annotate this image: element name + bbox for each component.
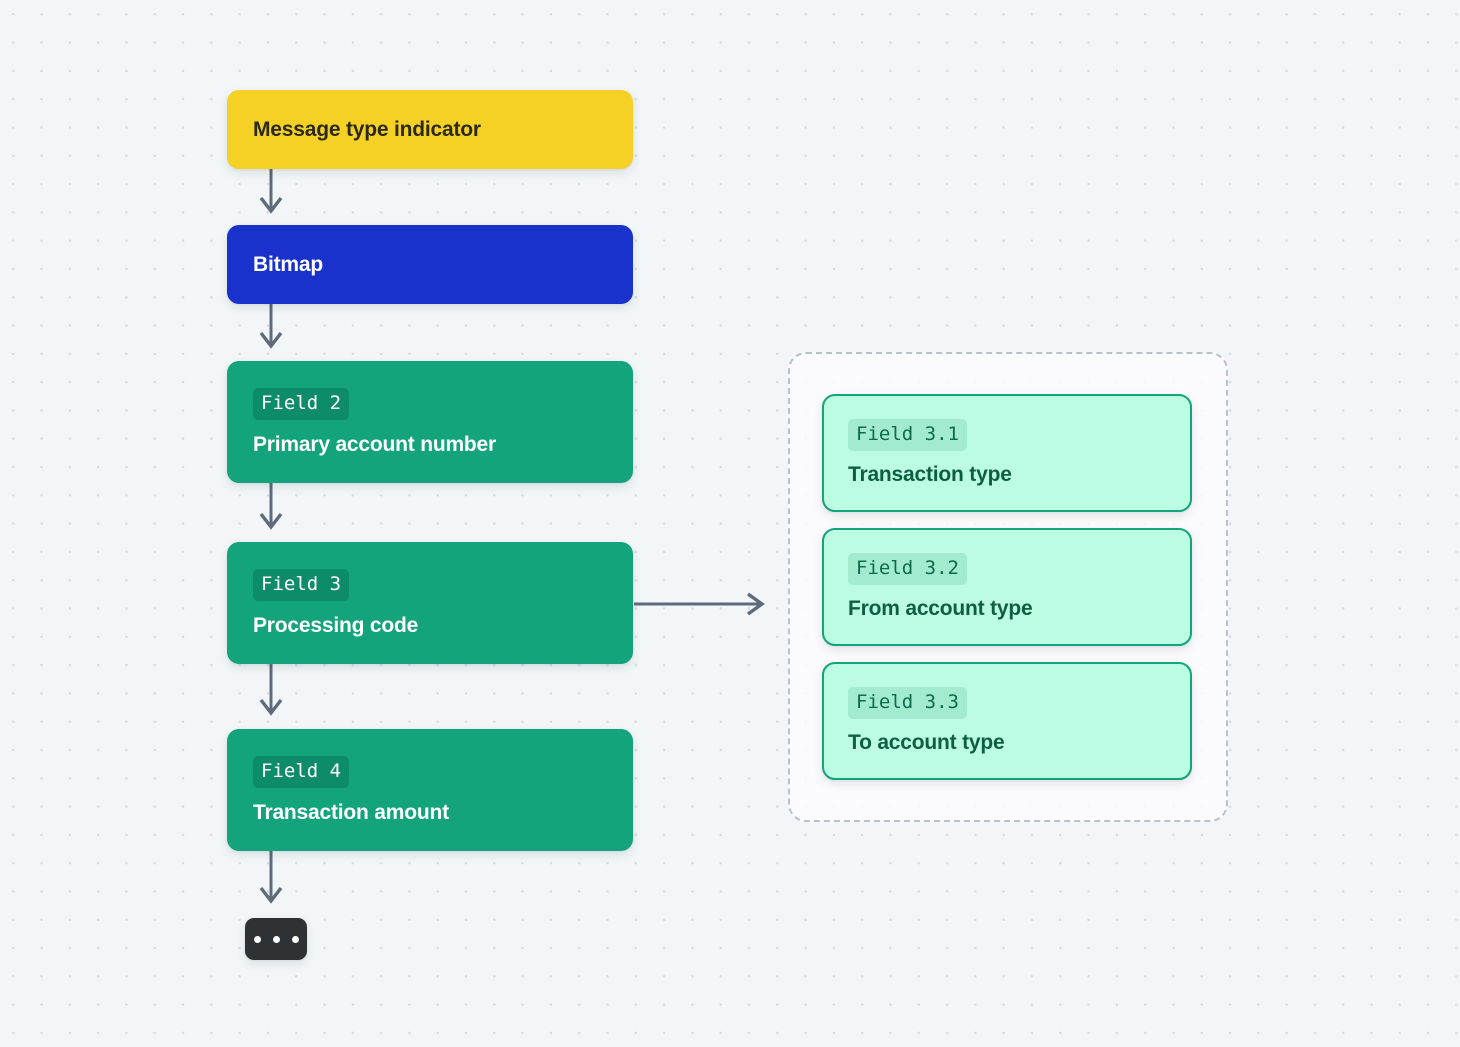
node-label: Transaction type [848,463,1012,486]
node-label: Primary account number [253,432,497,456]
arrowhead-bitmap-to-field2 [259,331,283,349]
arrowhead-field3-to-subfields [747,592,765,616]
node-badge: Field 2 [253,387,350,420]
node-label: From account type [848,597,1033,620]
node-more-ellipsis[interactable] [245,918,307,960]
arrowhead-field2-to-field3 [259,512,283,530]
node-bitmap[interactable]: Bitmap [227,225,633,304]
node-badge: Field 3.2 [848,553,967,585]
node-label: Transaction amount [253,800,449,824]
node-field-4[interactable]: Field 4 Transaction amount [227,729,633,851]
node-field-3-2[interactable]: Field 3.2 From account type [822,528,1192,646]
node-badge: Field 4 [253,755,350,788]
ellipsis-dot-2 [272,935,280,943]
node-field-3-3[interactable]: Field 3.3 To account type [822,662,1192,780]
node-badge: Field 3.3 [848,687,967,719]
node-label: To account type [848,731,1005,754]
node-label: Bitmap [253,252,323,276]
node-message-type-indicator[interactable]: Message type indicator [227,90,633,169]
ellipsis-dot-1 [253,935,261,943]
node-badge: Field 3 [253,568,350,601]
node-field-3-1[interactable]: Field 3.1 Transaction type [822,394,1192,512]
node-field-3[interactable]: Field 3 Processing code [227,542,633,664]
arrowhead-mti-to-bitmap [259,196,283,214]
node-label: Message type indicator [253,117,481,141]
node-badge: Field 3.1 [848,419,967,451]
arrowhead-field3-to-field4 [259,698,283,716]
node-label: Processing code [253,613,419,637]
ellipsis-dot-3 [291,935,299,943]
arrowhead-field4-to-more [259,886,283,904]
node-field-2[interactable]: Field 2 Primary account number [227,361,633,483]
